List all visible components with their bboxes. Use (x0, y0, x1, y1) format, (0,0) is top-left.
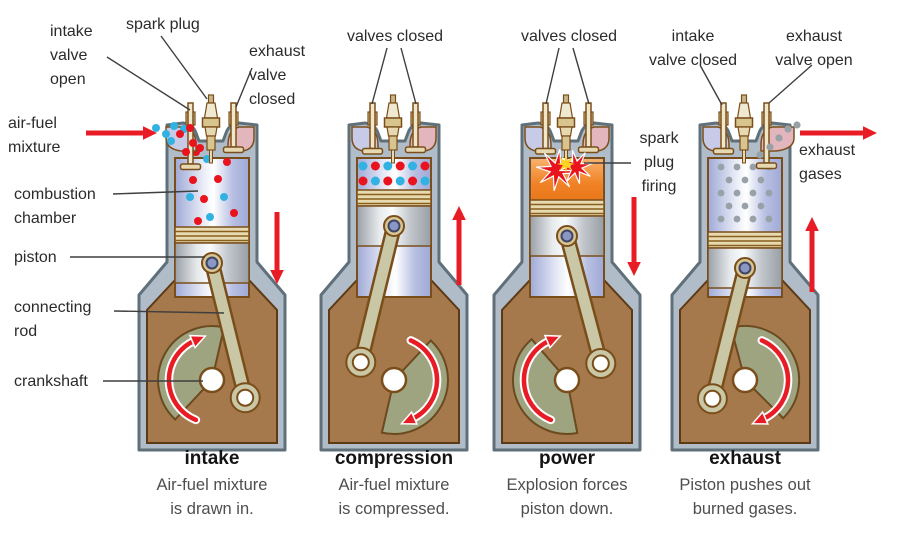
crankshaft-journal (198, 366, 226, 394)
label-valves-closed-power: valves closed (520, 28, 618, 45)
spark-plug-icon (383, 94, 403, 164)
connecting-rod (352, 218, 402, 371)
piston-motion-arrow-power (627, 197, 641, 276)
piston-motion-arrow-exhaust (805, 217, 819, 292)
label-valves-closed-compression: valves closed (346, 28, 444, 45)
air-fuel-flow-arrow (86, 126, 157, 140)
caption-compression: compression Air-fuel mixture is compress… (304, 448, 484, 521)
crank-rotation-arrow (519, 334, 562, 425)
connecting-rod (559, 228, 609, 372)
label-exhaust-valve-closed: exhaust valve closed (249, 43, 306, 108)
intake-valve (179, 102, 202, 171)
label-spark-plug: spark plug (126, 16, 200, 33)
spark-plug-icon (201, 94, 221, 164)
label-crankshaft: crankshaft (14, 373, 88, 390)
caption-power-title: power (539, 448, 595, 469)
caption-power-desc: Explosion forces piston down. (506, 476, 628, 518)
piston (356, 189, 432, 247)
wrist-pin (201, 252, 223, 274)
caption-compression-desc: Air-fuel mixture is compressed. (338, 476, 450, 518)
crankshaft-journal (380, 366, 408, 394)
engine-power (492, 94, 642, 452)
caption-power: power Explosion forces piston down. (477, 448, 657, 521)
wrist-pin (734, 257, 756, 279)
caption-exhaust-title: exhaust (709, 448, 781, 469)
wrist-pin (556, 225, 578, 247)
exhaust-valve (755, 102, 778, 170)
crank-rotation-arrow (750, 336, 793, 425)
intake-valve (534, 102, 557, 155)
connecting-rod (204, 255, 254, 406)
caption-intake-title: intake (184, 448, 240, 469)
engine-intake (137, 94, 287, 452)
caption-exhaust-desc: Piston pushes out burned gases. (679, 476, 811, 518)
piston-motion-arrow-compression (452, 206, 466, 285)
spark-plug-icon (556, 94, 576, 164)
label-spark-plug-firing: spark plug firing (639, 130, 679, 195)
label-piston: piston (14, 249, 57, 266)
exhaust-valve (222, 102, 245, 154)
rod-big-end (696, 383, 728, 415)
piston-motion-arrow-intake (270, 212, 284, 284)
caption-intake-desc: Air-fuel mixture is drawn in. (156, 476, 268, 518)
label-connecting-rod: connecting rod (14, 299, 92, 340)
crankshaft-journal (553, 366, 581, 394)
spark-explosion-icon (536, 149, 593, 191)
rod-big-end (229, 382, 261, 414)
label-intake-valve-closed: intake valve closed (648, 28, 738, 69)
exhaust-gases-flow-arrow (800, 126, 877, 140)
label-air-fuel-mixture: air-fuel mixture (8, 115, 61, 156)
leader-lines (70, 35, 813, 382)
caption-exhaust: exhaust Piston pushes out burned gases. (655, 448, 835, 521)
label-exhaust-valve-open: exhaust valve open (775, 28, 853, 69)
caption-compression-title: compression (334, 448, 454, 469)
engine-exhaust (670, 94, 820, 452)
rod-big-end (585, 348, 617, 379)
crankshaft-journal (731, 366, 759, 394)
spark-plug-icon (734, 94, 754, 164)
engine-compression (319, 94, 469, 452)
label-intake-valve-open: intake valve open (50, 23, 93, 88)
rod-big-end (345, 346, 377, 378)
intake-valve (712, 102, 735, 155)
caption-intake: intake Air-fuel mixture is drawn in. (122, 448, 302, 521)
connecting-rod (704, 260, 753, 407)
crank-rotation-arrow (399, 336, 442, 425)
wrist-pin (383, 215, 405, 237)
label-combustion-chamber: combustion chamber (14, 186, 96, 227)
label-exhaust-gases: exhaust gases (799, 142, 856, 183)
